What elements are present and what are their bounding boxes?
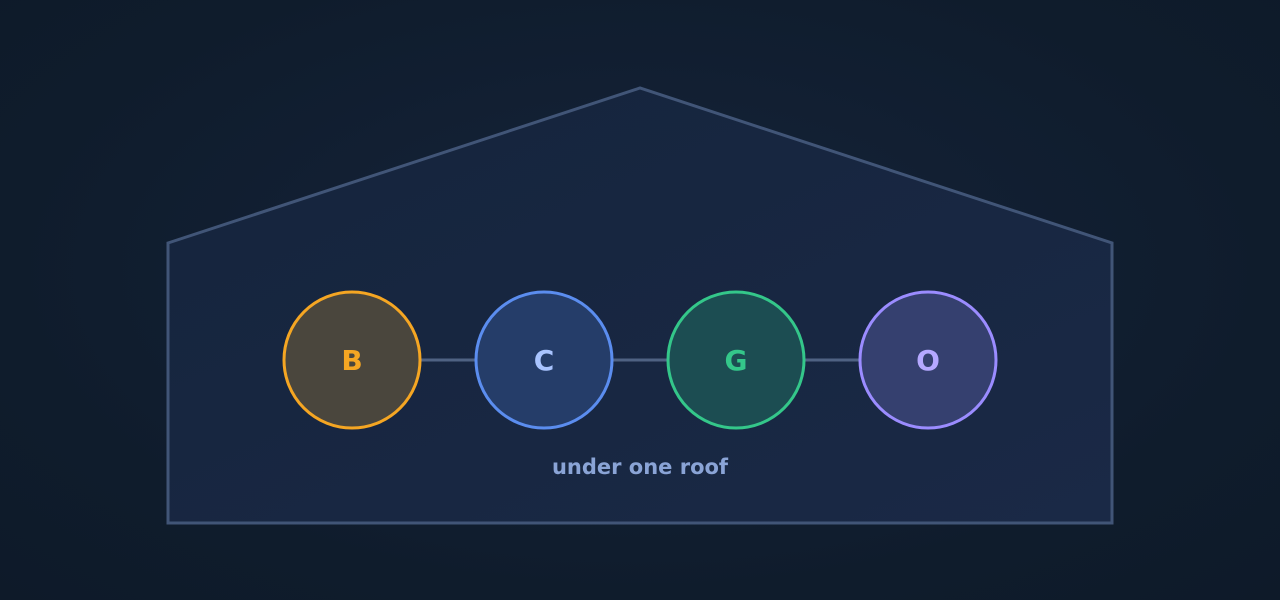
node-o-label: O xyxy=(916,344,940,377)
node-b-label: B xyxy=(341,344,362,377)
caption: under one roof xyxy=(552,455,729,479)
node-g-label: G xyxy=(725,344,748,377)
node-g: G xyxy=(666,290,806,430)
house-outline xyxy=(166,86,1114,525)
node-g-circle xyxy=(666,290,806,430)
node-o: O xyxy=(858,290,998,430)
node-b-circle xyxy=(282,290,422,430)
node-c-circle xyxy=(474,290,614,430)
node-o-circle xyxy=(858,290,998,430)
node-c-label: C xyxy=(534,344,555,377)
node-c: C xyxy=(474,290,614,430)
node-b: B xyxy=(282,290,422,430)
